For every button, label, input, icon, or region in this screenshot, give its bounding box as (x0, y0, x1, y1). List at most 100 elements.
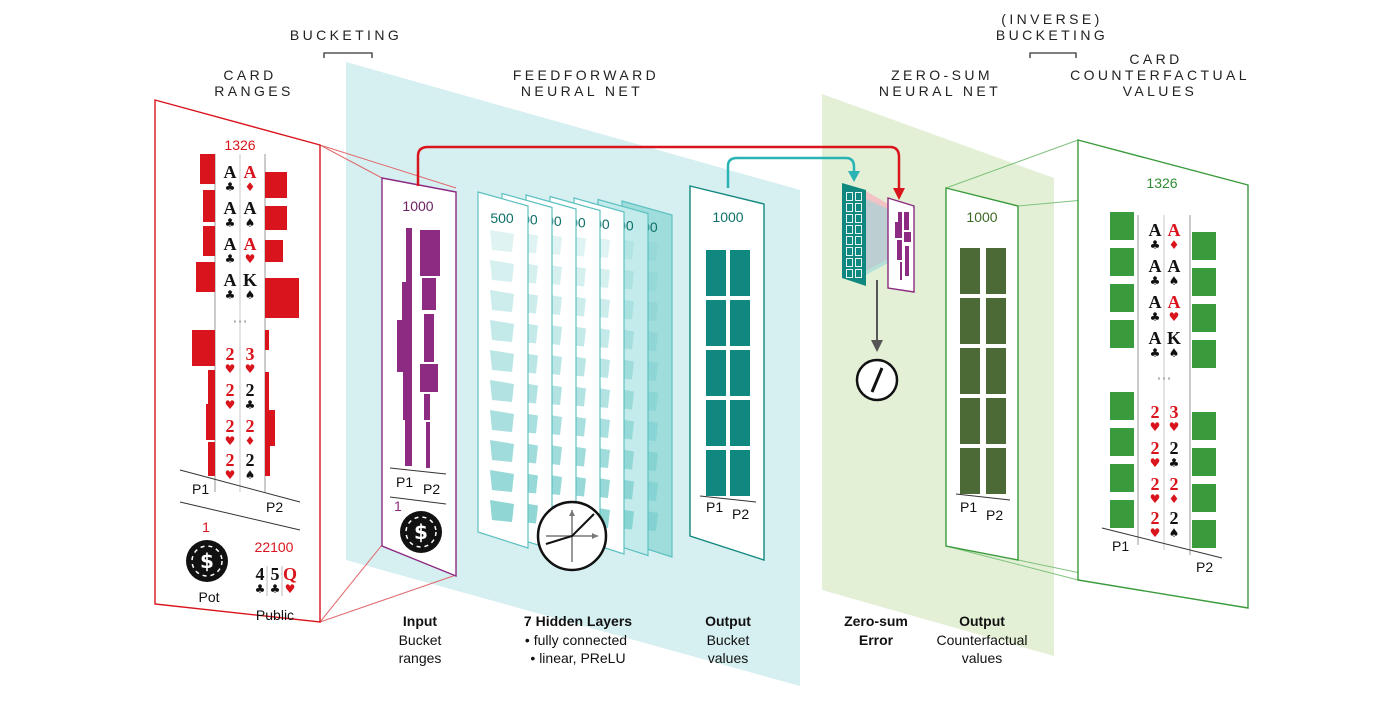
card-rank: 2 (226, 450, 235, 470)
range-bar-p1 (203, 190, 215, 222)
cf-output-panel: 1000 P1 P2 (945, 139, 1249, 609)
output-bucket-count: 1000 (712, 209, 743, 225)
card-rank: A (244, 162, 257, 182)
pot-label: Pot (198, 589, 219, 605)
cfv-bar-p1 (1110, 392, 1134, 420)
input-bars (397, 228, 440, 468)
card-cfv-panel: 1326 A♣A♦A♣A♠A♣A♥A♣K♠2♥3♥2♥2♣2♥2♦2♥2♠ ··… (1077, 139, 1249, 609)
prelu-activation-icon (536, 500, 608, 572)
card-ranges-hands: A♣A♦A♣A♠A♣A♥A♣K♠2♥3♥2♥2♣2♥2♦2♥2♠ (224, 162, 258, 482)
card-suit: ♣ (1169, 456, 1180, 470)
dot-product-icon (855, 358, 899, 402)
header-card-ranges: CARD RANGES (214, 67, 290, 99)
bucket-range-bar (904, 232, 911, 242)
card-suit: ♠ (1169, 346, 1180, 360)
cfv-hands: A♣A♦A♣A♠A♣A♥A♣K♠2♥3♥2♥2♣2♥2♦2♥2♠ (1149, 220, 1182, 540)
bucket-value-cell (706, 250, 726, 296)
cfv-bar-p2 (1192, 340, 1216, 368)
svg-text:Output: Output (959, 613, 1005, 629)
cfv-bar-p2 (1192, 412, 1216, 440)
zero-sum-bucket-values (842, 183, 866, 286)
playing-card: K♠ (1167, 328, 1181, 360)
svg-text:• fully connected: • fully connected (525, 632, 627, 648)
bucket-range-bar (403, 372, 412, 420)
svg-text:Counterfactual: Counterfactual (936, 632, 1027, 648)
bucket-value-cell (856, 248, 861, 255)
bucket-range-bar (904, 212, 909, 230)
card-rank: 2 (226, 380, 235, 400)
cf-value-cell (986, 298, 1006, 344)
card-suit: ♠ (245, 468, 256, 482)
poker-chip-icon: $ (186, 540, 228, 582)
playing-card: 4♣ (255, 564, 266, 596)
playing-card: Q♥ (283, 564, 297, 596)
card-rank: A (224, 162, 237, 182)
playing-card: A♣ (224, 162, 237, 194)
card-suit: ♥ (1169, 310, 1180, 324)
playing-card: 2♥ (225, 450, 236, 482)
range-bar-p2 (265, 240, 283, 262)
card-suit: ♥ (225, 398, 236, 412)
playing-card: A♥ (244, 234, 257, 266)
bucket-range-bar (420, 364, 438, 392)
range-bar-p2 (265, 330, 269, 350)
card-rank: 3 (1170, 402, 1179, 422)
playing-card: A♣ (1149, 220, 1162, 252)
bucket-value-cell (847, 259, 852, 266)
output-bucket-p2: P2 (732, 506, 749, 522)
card-rank: 2 (246, 450, 255, 470)
range-bar-p2 (265, 206, 287, 230)
card-suit: ♥ (1169, 420, 1180, 434)
range-bar-p1 (208, 370, 215, 404)
playing-card: A♥ (1168, 292, 1181, 324)
cf-value-cell (960, 398, 980, 444)
svg-text:ZERO-SUM: ZERO-SUM (891, 67, 993, 83)
caption-output-bucket: Output Bucket values (705, 613, 751, 666)
bucket-value-cell (706, 300, 726, 346)
playing-card: A♣ (1149, 292, 1162, 324)
bucket-range-bar (897, 240, 902, 260)
card-ranges-count: 1326 (224, 137, 255, 153)
cfv-bar-p2 (1192, 484, 1216, 512)
card-suit: ♠ (245, 288, 256, 302)
playing-card: 2♥ (1150, 438, 1161, 470)
svg-text:NEURAL NET: NEURAL NET (879, 83, 1001, 99)
neuron-cell (490, 260, 514, 282)
poker-chip-icon: $ (400, 511, 442, 553)
public-value: 22100 (255, 539, 294, 555)
card-suit: ♦ (1169, 238, 1180, 252)
svg-text:BUCKETING: BUCKETING (996, 27, 1108, 43)
card-rank: A (244, 234, 257, 254)
card-suit: ♥ (225, 362, 236, 376)
neuron-cell (490, 230, 514, 252)
cfv-bar-p2 (1192, 520, 1216, 548)
caption-cf-output: Output Counterfactual values (936, 613, 1027, 666)
svg-text:$: $ (200, 549, 214, 573)
playing-card: 2♥ (1150, 402, 1161, 434)
caption-hidden-layers: 7 Hidden Layers • fully connected • line… (524, 613, 632, 666)
playing-card: A♣ (224, 270, 237, 302)
cf-value-cell (960, 248, 980, 294)
card-suit: ♣ (1150, 346, 1161, 360)
range-bar-p2 (265, 446, 270, 476)
neuron-cell (490, 470, 514, 492)
bucket-range-bar (895, 222, 902, 238)
card-suit: ♥ (1150, 526, 1161, 540)
card-suit: ♦ (1169, 492, 1180, 506)
bucket-value-cell (730, 300, 750, 346)
card-rank: Q (283, 564, 297, 584)
svg-text:Bucket: Bucket (707, 632, 750, 648)
card-rank: A (1149, 256, 1162, 276)
card-suit: ♥ (1150, 420, 1161, 434)
svg-text:• linear, PReLU: • linear, PReLU (530, 650, 625, 666)
cfv-bar-p1 (1110, 500, 1134, 528)
card-rank: 4 (256, 564, 265, 584)
card-rank: 2 (1170, 438, 1179, 458)
bucket-value-cell (706, 400, 726, 446)
input-panel: 1000 P1 P2 1 $ (381, 177, 457, 578)
neuron-cell (490, 350, 514, 372)
bucket-value-cell (730, 250, 750, 296)
bucket-values-arrow-head (848, 171, 860, 182)
bucket-range-bar (397, 320, 412, 372)
cfv-bar-p1 (1110, 428, 1134, 456)
